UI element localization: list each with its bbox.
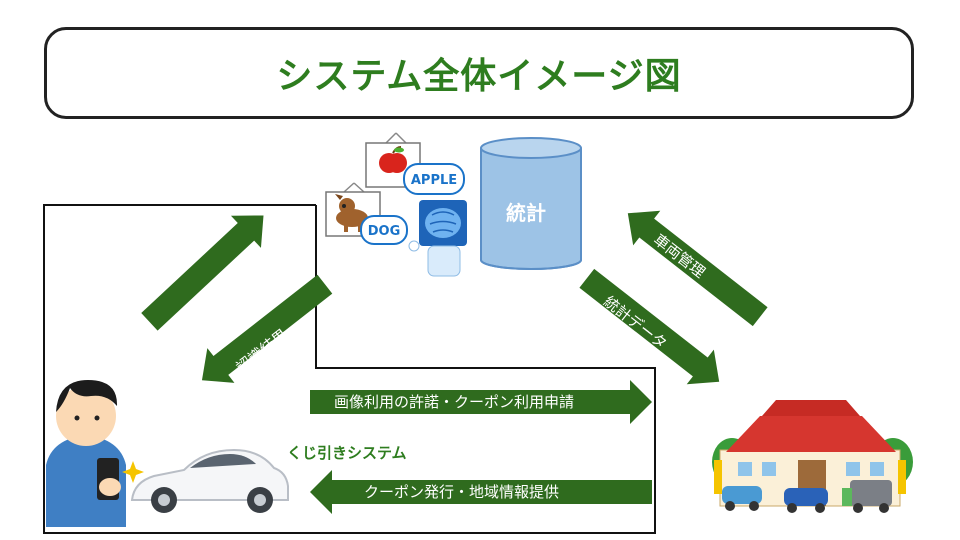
arrow-image-data [141,215,264,331]
title-box: システム全体イメージ図 [44,27,914,119]
arrow-permission-request [310,380,652,424]
arrow-label-coupon-issue: クーポン発行・地域情報提供 [364,483,560,501]
user-area-outline [43,204,656,534]
arrow-recognition-result [201,274,333,383]
apple-speech-bubble: APPLE [403,163,465,195]
page-title: システム全体イメージ図 [276,56,682,97]
ai-brain-robot-icon [408,200,467,277]
user-person-illustration [46,380,144,527]
bubble-dog-text: DOG [368,224,401,239]
sparkle-icon [122,461,144,483]
lottery-system-label: くじ引きシステム [287,444,407,462]
arrow-coupon-issue [310,470,652,514]
arrow-vehicle-management [627,210,768,327]
arrow-label-permission-request: 画像利用の許諾・クーポン利用申請 [334,393,575,411]
store-building-illustration [712,400,913,513]
database-label: 統計 [506,201,546,225]
car-illustration [130,448,289,513]
arrow-statistics-data [579,268,720,385]
dog-speech-bubble: DOG [360,215,408,245]
bubble-apple-text: APPLE [411,173,457,188]
ai-recognition-illustration: APPLE DOG [325,132,467,277]
statistics-database-icon [480,137,582,270]
